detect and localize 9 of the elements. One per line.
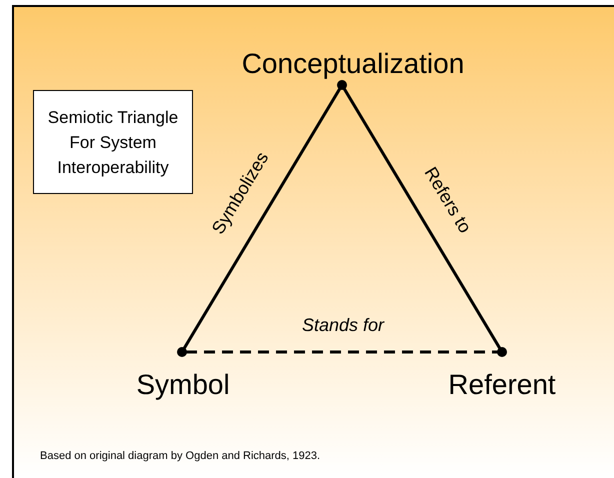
caption: Based on original diagram by Ogden and Richards, 1923.	[40, 451, 320, 462]
title-box: Semiotic Triangle For System Interoperability	[33, 90, 193, 194]
vertex-label: Conceptualization	[242, 50, 464, 78]
edge-label: Stands for	[302, 316, 384, 334]
line	[342, 88, 502, 350]
vertex-label: Referent	[448, 371, 556, 399]
line	[182, 88, 342, 350]
dashed-line	[186, 350, 498, 354]
vertex-label: Symbol	[136, 371, 230, 399]
